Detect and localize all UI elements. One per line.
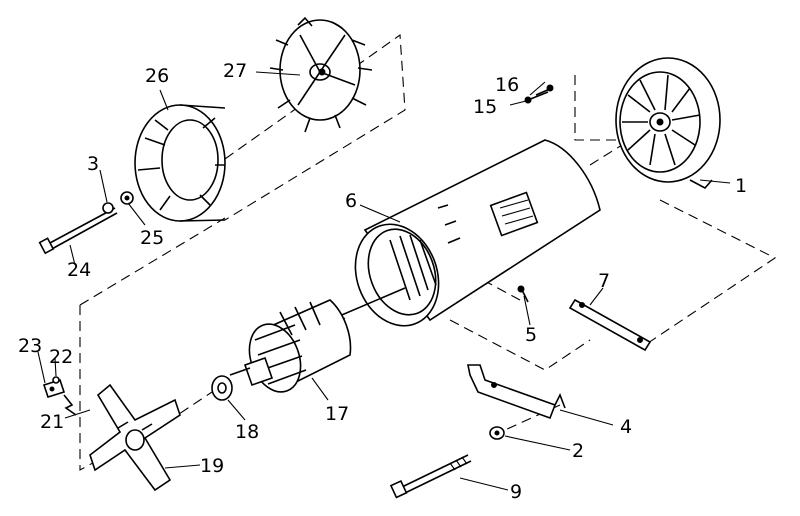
part-label-24: 24 (67, 259, 91, 281)
part-label-16: 16 (495, 74, 519, 96)
brush-components (42, 376, 77, 416)
part-label-1: 1 (735, 175, 747, 197)
bearing (211, 375, 233, 401)
leader-lines (37, 71, 731, 491)
washer-2 (489, 426, 505, 440)
part-label-25: 25 (140, 227, 164, 249)
part-label-23: 23 (18, 335, 42, 357)
part-labels: 1 2 3 4 5 6 7 9 15 16 17 18 19 21 22 23 … (18, 60, 747, 503)
part-label-6: 6 (345, 190, 357, 212)
fan-blade (269, 16, 373, 133)
end-bell (615, 57, 721, 190)
part-label-26: 26 (145, 65, 169, 87)
stator-housing (354, 139, 601, 327)
screw-5 (517, 285, 529, 303)
part-label-17: 17 (325, 403, 349, 425)
long-bolt (389, 454, 472, 499)
part-label-27: 27 (223, 60, 247, 82)
brush-plate (89, 383, 181, 492)
bolt-assembly-left (38, 191, 134, 255)
part-label-18: 18 (235, 421, 259, 443)
part-label-15: 15 (473, 96, 497, 118)
part-label-7: 7 (598, 270, 610, 292)
part-label-21: 21 (40, 411, 64, 433)
part-label-2: 2 (572, 440, 584, 462)
mounting-bracket (467, 364, 566, 420)
part-label-19: 19 (200, 455, 224, 477)
fan-shroud (134, 104, 226, 222)
armature (229, 287, 406, 393)
small-screws (524, 84, 554, 104)
part-label-3: 3 (87, 153, 99, 175)
part-label-4: 4 (620, 416, 632, 438)
part-label-22: 22 (49, 346, 73, 368)
flat-strap (568, 298, 652, 352)
part-label-5: 5 (525, 324, 537, 346)
part-label-9: 9 (510, 481, 522, 503)
